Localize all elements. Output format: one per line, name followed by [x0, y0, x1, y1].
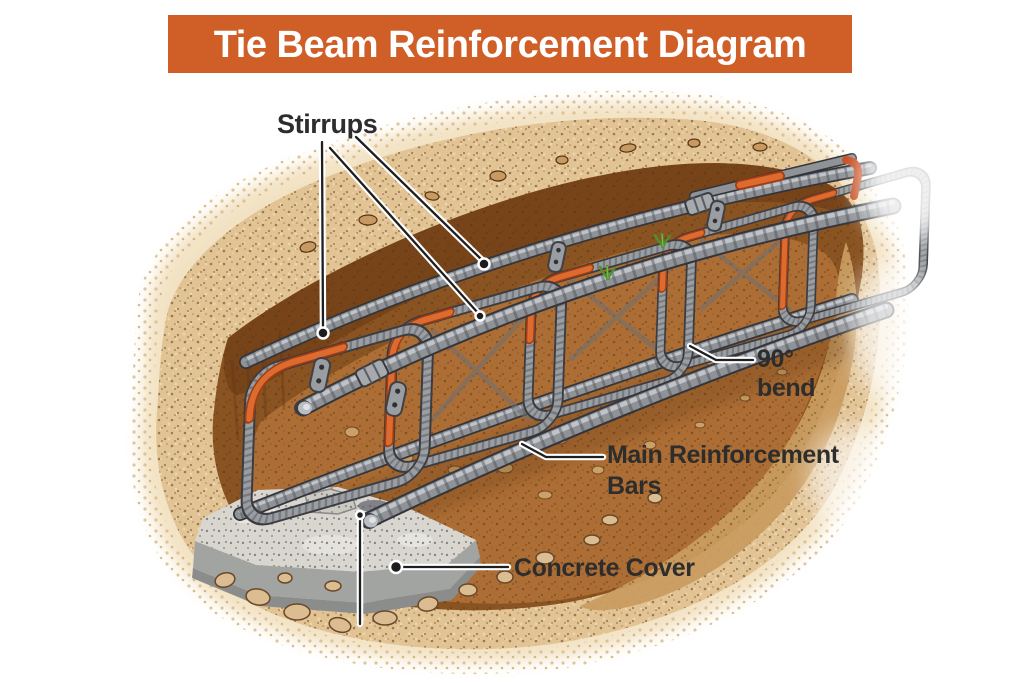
title-banner-bg [168, 15, 852, 73]
label-90-degree: 90° [757, 345, 794, 373]
leader-stirrups-diagonal-2 [326, 144, 486, 322]
bar-end-cap [294, 400, 312, 416]
splice-sleeve [684, 191, 716, 217]
leader-dot [388, 559, 404, 575]
leader-dot [354, 509, 366, 521]
tie-plate [384, 381, 408, 417]
label-main-reinforcement: Main Reinforcement [607, 441, 840, 469]
leader-lines [316, 133, 757, 628]
label-concrete-cover: Concrete Cover [514, 554, 695, 582]
leader-main-bars [518, 440, 607, 461]
cross-tie-bar [689, 153, 863, 201]
leader-dot [477, 257, 491, 271]
label-bend: bend [757, 374, 815, 402]
ground-pebbles [214, 492, 663, 634]
leader-dot [474, 310, 486, 322]
page-title: Tie Beam Reinforcement Diagram [214, 24, 807, 66]
labels: Stirrups 90° bend Main Reinforcement Bar… [277, 109, 840, 582]
leader-stirrups-vertical [316, 138, 330, 340]
stirrup [240, 323, 435, 526]
weed-sprout-highlight [606, 233, 664, 280]
bend-hook [842, 156, 863, 200]
wall-rubble [299, 138, 768, 253]
bend-paint [244, 342, 349, 424]
tie-plate [308, 357, 332, 393]
splice-sleeve [354, 358, 390, 388]
leader-stirrups-diagonal-1 [352, 133, 491, 271]
title-banner: Tie Beam Reinforcement Diagram [168, 15, 852, 73]
main-bar-bottom-front [360, 301, 895, 529]
label-stirrups: Stirrups [277, 109, 377, 139]
bay-braces [430, 230, 792, 422]
leader-pad-vertical [354, 509, 366, 628]
label-bars: Bars [607, 472, 661, 500]
tie-plate [706, 199, 726, 233]
fade-overlays [810, 122, 956, 535]
leader-concrete-cover [388, 559, 512, 575]
leader-dot [316, 326, 330, 340]
pad-front-face [193, 540, 480, 603]
tie-plate [547, 240, 567, 274]
leader-90-bend [686, 342, 757, 364]
